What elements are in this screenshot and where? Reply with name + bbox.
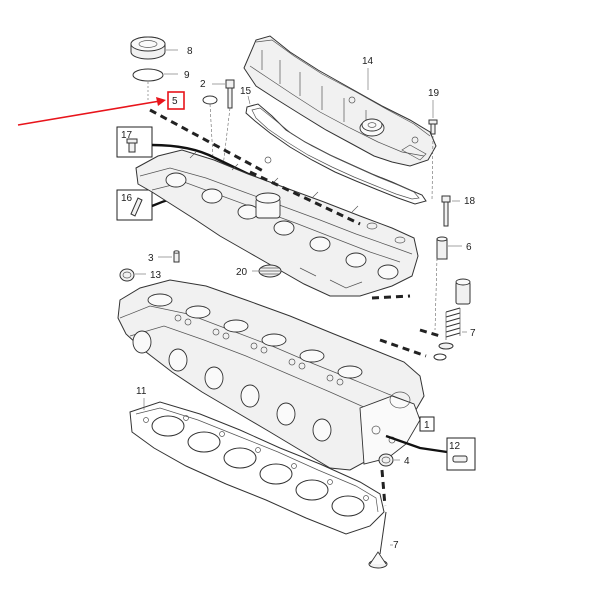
- part-18-bolt: [441, 195, 451, 227]
- callout-3: 3: [148, 253, 154, 264]
- callout-8: 8: [187, 46, 193, 57]
- assembly-line-mid: [249, 170, 361, 226]
- callout-2: 2: [200, 79, 206, 90]
- callout-18: 18: [464, 196, 476, 207]
- part-7-valve: [368, 511, 388, 569]
- callout-7-upper: 7: [470, 328, 476, 339]
- part-2-bolt: [221, 79, 235, 176]
- callout-7-lower: 7: [393, 540, 399, 551]
- assembly-line-right-a: [371, 294, 411, 300]
- assembly-line-right-c: [419, 328, 441, 338]
- assembly-line-right-b: [379, 338, 427, 358]
- callout-1: 1: [424, 420, 430, 431]
- callout-19: 19: [428, 88, 440, 99]
- callout-16: 16: [121, 193, 133, 204]
- assembly-line-upper: [149, 108, 266, 174]
- callout-11: 11: [136, 386, 147, 397]
- callout-14: 14: [362, 56, 374, 67]
- part-4-plug: [378, 453, 394, 467]
- callout-9: 9: [184, 70, 190, 81]
- part-17-bolt-icon-box: [116, 126, 153, 158]
- callout-20: 20: [236, 267, 248, 278]
- callout-17: 17: [121, 130, 133, 141]
- callout-5: 5: [172, 96, 178, 107]
- part-14-valve-cover: [243, 35, 437, 167]
- callout-1-box: [419, 416, 435, 432]
- callout-13: 13: [150, 270, 162, 281]
- part-20-strainer: [258, 264, 282, 278]
- part-8-filler-cap: [130, 36, 166, 60]
- part-19-stud: [428, 100, 438, 201]
- part-washer: [202, 95, 218, 159]
- callout-4: 4: [404, 456, 410, 467]
- assembly-line-lower: [380, 469, 387, 507]
- cylinder-head: [117, 279, 425, 471]
- part-15-cover-gasket: [245, 103, 427, 205]
- part-3-pin: [173, 250, 180, 263]
- red-arrow-pointer-icon: [17, 97, 166, 126]
- callout-6: 6: [466, 242, 472, 253]
- part-13-plug: [119, 268, 135, 282]
- callout-12: 12: [449, 441, 461, 452]
- part-16-bolt-icon-box: [116, 189, 153, 221]
- callout-15: 15: [240, 86, 252, 97]
- part-7-valve-spring-stack: [433, 278, 471, 361]
- camshaft-carrier: [135, 149, 419, 297]
- part-9-seal-ring: [132, 68, 164, 82]
- part-6-sleeve: [436, 236, 448, 260]
- callout-5-highlight: [167, 91, 185, 110]
- part-12-dowel-box: [446, 437, 476, 471]
- part-11-head-gasket: [129, 401, 385, 535]
